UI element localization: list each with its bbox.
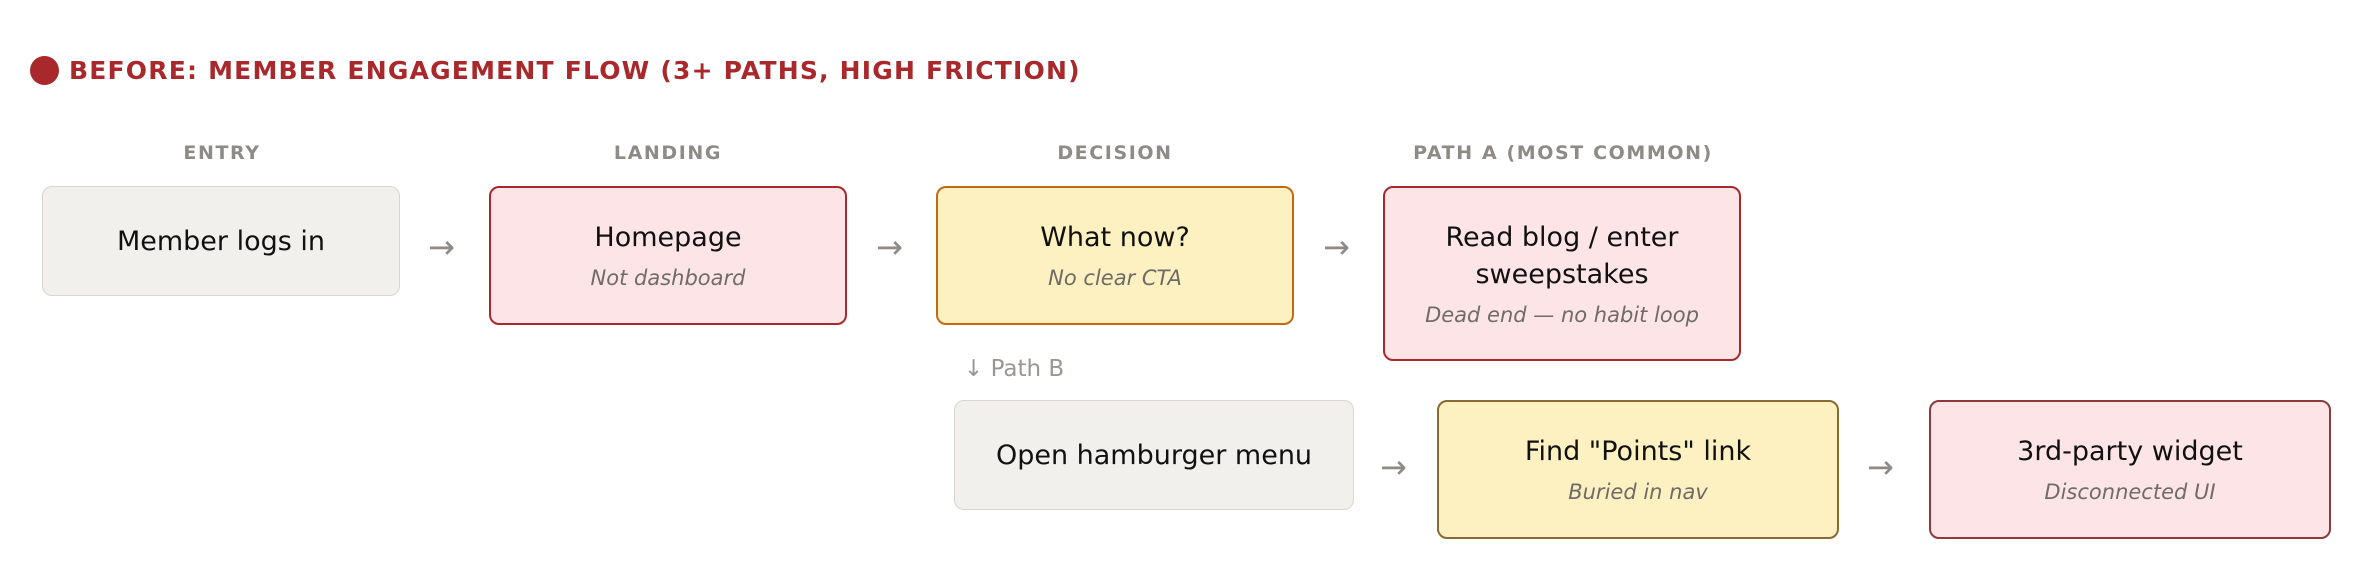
node-subtitle: Not dashboard xyxy=(590,266,746,290)
node-points-link: Find "Points" link Buried in nav xyxy=(1437,400,1839,539)
node-what-now: What now? No clear CTA xyxy=(936,186,1294,325)
node-title: 3rd-party widget xyxy=(2017,436,2243,467)
node-subtitle: Disconnected UI xyxy=(2044,480,2216,504)
column-label-entry: ENTRY xyxy=(183,142,261,164)
node-member-logs-in: Member logs in xyxy=(42,186,400,296)
node-title: Find "Points" link xyxy=(1524,436,1752,467)
arrow-right-icon: → xyxy=(1323,228,1350,266)
column-label-decision: DECISION xyxy=(1057,142,1173,164)
arrow-right-icon: → xyxy=(428,228,455,266)
node-subtitle: Buried in nav xyxy=(1568,480,1708,504)
node-title: Read blog / enter sweepstakes xyxy=(1445,221,1679,290)
node-subtitle: No clear CTA xyxy=(1048,266,1182,290)
node-subtitle: Dead end — no habit loop xyxy=(1425,302,1699,327)
node-read-blog: Read blog / enter sweepstakes Dead end —… xyxy=(1383,186,1741,361)
node-title: Homepage xyxy=(594,222,742,253)
arrow-right-icon: → xyxy=(876,228,903,266)
node-title: Member logs in xyxy=(116,225,326,257)
flow-title: BEFORE: MEMBER ENGAGEMENT FLOW (3+ PATHS… xyxy=(30,50,1081,90)
column-label-path-a: PATH A (MOST COMMON) xyxy=(1413,142,1713,164)
flow-title-text: BEFORE: MEMBER ENGAGEMENT FLOW (3+ PATHS… xyxy=(69,55,1081,85)
node-homepage: Homepage Not dashboard xyxy=(489,186,847,325)
path-b-label: ↓ Path B xyxy=(964,356,1065,382)
node-title: Open hamburger menu xyxy=(995,439,1313,471)
arrow-right-icon: → xyxy=(1867,448,1894,486)
column-label-landing: LANDING xyxy=(613,142,723,164)
node-third-party-widget: 3rd-party widget Disconnected UI xyxy=(1929,400,2331,539)
node-hamburger-menu: Open hamburger menu xyxy=(954,400,1354,510)
node-title: What now? xyxy=(1040,222,1190,253)
arrow-right-icon: → xyxy=(1380,448,1407,486)
status-dot-icon xyxy=(30,55,59,85)
